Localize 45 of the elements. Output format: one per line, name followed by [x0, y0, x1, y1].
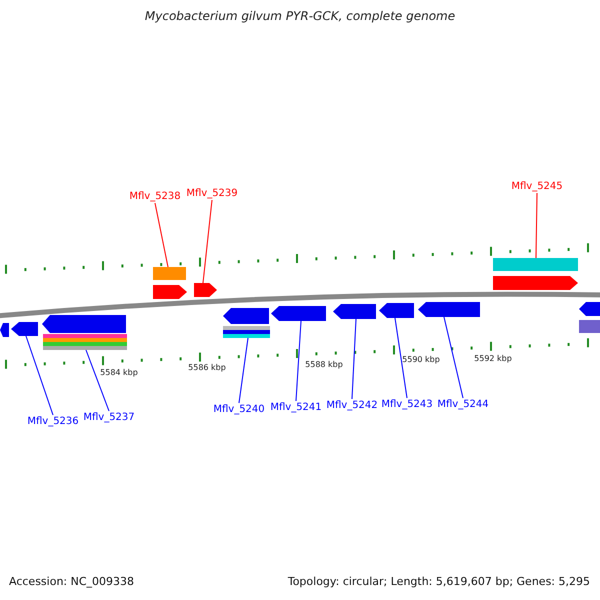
feature-bar	[223, 326, 270, 338]
gene-label: Mflv_5240	[213, 403, 265, 416]
leader-line	[202, 200, 212, 284]
scale-label: 5586 kbp	[188, 363, 226, 373]
leader-line	[154, 202, 168, 268]
gene-label: Mflv_5236	[27, 415, 79, 428]
leader-line	[296, 320, 302, 402]
gene-block	[493, 276, 578, 290]
gene-block	[194, 283, 217, 297]
gene-label: Mflv_5237	[83, 411, 135, 424]
gene-block	[153, 285, 187, 299]
gene-block	[0, 323, 9, 337]
gene-block	[379, 303, 414, 318]
leader-line	[444, 316, 464, 398]
scale-label: 5590 kbp	[402, 355, 440, 365]
gene-block	[42, 315, 126, 333]
feature-bar	[43, 334, 127, 350]
leader-line	[394, 318, 408, 398]
gene-block	[271, 306, 326, 321]
scale-label: 5588 kbp	[305, 360, 343, 370]
accession-number: Accession: NC_009338	[9, 575, 134, 589]
gene-label: Mflv_5244	[437, 398, 489, 411]
leader-line	[238, 338, 248, 404]
gene-block	[418, 302, 480, 317]
leader-line	[352, 318, 356, 400]
gene-label: Mflv_5243	[381, 398, 433, 411]
gene-label: Mflv_5245	[511, 180, 563, 193]
genome-stats: Topology: circular; Length: 5,619,607 bp; Genes: 5,295	[288, 575, 590, 589]
gene-label: Mflv_5238	[129, 190, 181, 203]
gene-block	[223, 308, 269, 324]
leader-line	[86, 350, 110, 412]
scale-label: 5584 kbp	[100, 368, 138, 378]
gene-block	[333, 304, 376, 319]
gene-label: Mflv_5239	[186, 187, 238, 200]
feature-bar	[579, 320, 600, 333]
scale-label: 5592 kbp	[474, 354, 512, 364]
gene-label: Mflv_5242	[326, 399, 378, 412]
chart-title: Mycobacterium gilvum PYR-GCK, complete genome	[144, 9, 456, 23]
feature-bar	[153, 267, 186, 280]
leader-line	[536, 192, 538, 258]
gene-label: Mflv_5241	[270, 401, 322, 414]
gene-block	[579, 302, 600, 316]
gene-block	[11, 322, 38, 336]
feature-bar	[493, 258, 578, 271]
leader-line	[26, 336, 54, 416]
